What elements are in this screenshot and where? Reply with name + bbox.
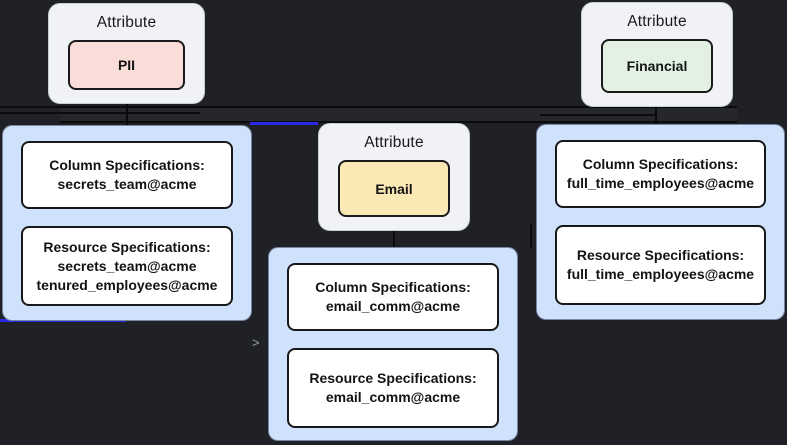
- edge-financial-to-right-card: [655, 106, 657, 124]
- edge-horizontal-pii: [0, 112, 200, 114]
- attribute-node-financial[interactable]: Attribute Financial: [581, 2, 733, 107]
- attribute-node-title: Attribute: [627, 13, 687, 30]
- edge-corridor: [60, 108, 737, 121]
- spec-value: secrets_team@acme: [57, 257, 197, 274]
- edge-horizontal-bottom: [60, 121, 737, 123]
- spec-title: Resource Specifications:: [43, 238, 211, 255]
- spec-card-secrets-team[interactable]: Column Specifications: secrets_team@acme…: [2, 125, 252, 321]
- spec-card-email-comm[interactable]: Column Specifications: email_comm@acme R…: [268, 247, 518, 441]
- spec-value: tenured_employees@acme: [36, 276, 218, 293]
- attribute-tag-pii[interactable]: PII: [68, 40, 185, 90]
- spec-value: full_time_employees@acme: [566, 266, 755, 282]
- spec-title: Resource Specifications:: [576, 247, 745, 263]
- spec-title: Column Specifications:: [582, 156, 739, 172]
- spec-value: secrets_team@acme: [57, 176, 197, 192]
- spec-title: Column Specifications:: [315, 279, 471, 295]
- edge-right-to-middle-card: [530, 224, 532, 248]
- spec-title: Column Specifications:: [49, 157, 205, 173]
- resource-spec-box[interactable]: Resource Specifications: full_time_emplo…: [555, 225, 766, 305]
- attribute-tag-financial[interactable]: Financial: [601, 39, 713, 93]
- attribute-node-email[interactable]: Attribute Email: [318, 123, 470, 231]
- spec-value: email_comm@acme: [325, 298, 461, 314]
- edge-blue-top: [250, 122, 318, 125]
- attribute-node-title: Attribute: [96, 14, 157, 31]
- column-spec-box[interactable]: Column Specifications: secrets_team@acme: [21, 141, 233, 209]
- attribute-node-title: Attribute: [364, 134, 424, 151]
- spec-title: Resource Specifications:: [309, 370, 477, 386]
- attribute-node-pii[interactable]: Attribute PII: [48, 3, 205, 104]
- column-spec-box[interactable]: Column Specifications: email_comm@acme: [287, 263, 499, 331]
- resource-spec-box[interactable]: Resource Specifications: secrets_team@ac…: [21, 226, 233, 306]
- edge-pii-to-left-card: [126, 104, 128, 126]
- edge-email-to-middle-card: [393, 231, 395, 248]
- spec-value: email_comm@acme: [325, 389, 461, 405]
- column-spec-box[interactable]: Column Specifications: full_time_employe…: [555, 140, 766, 208]
- edge-horizontal-financial: [540, 114, 656, 116]
- spec-value: full_time_employees@acme: [566, 175, 755, 191]
- resource-spec-box[interactable]: Resource Specifications: email_comm@acme: [287, 348, 499, 428]
- edge-arrowhead-icon: >: [252, 335, 260, 350]
- attribute-tag-email[interactable]: Email: [338, 160, 450, 217]
- edge-horizontal-top: [0, 106, 737, 108]
- spec-card-full-time-employees[interactable]: Column Specifications: full_time_employe…: [536, 124, 785, 320]
